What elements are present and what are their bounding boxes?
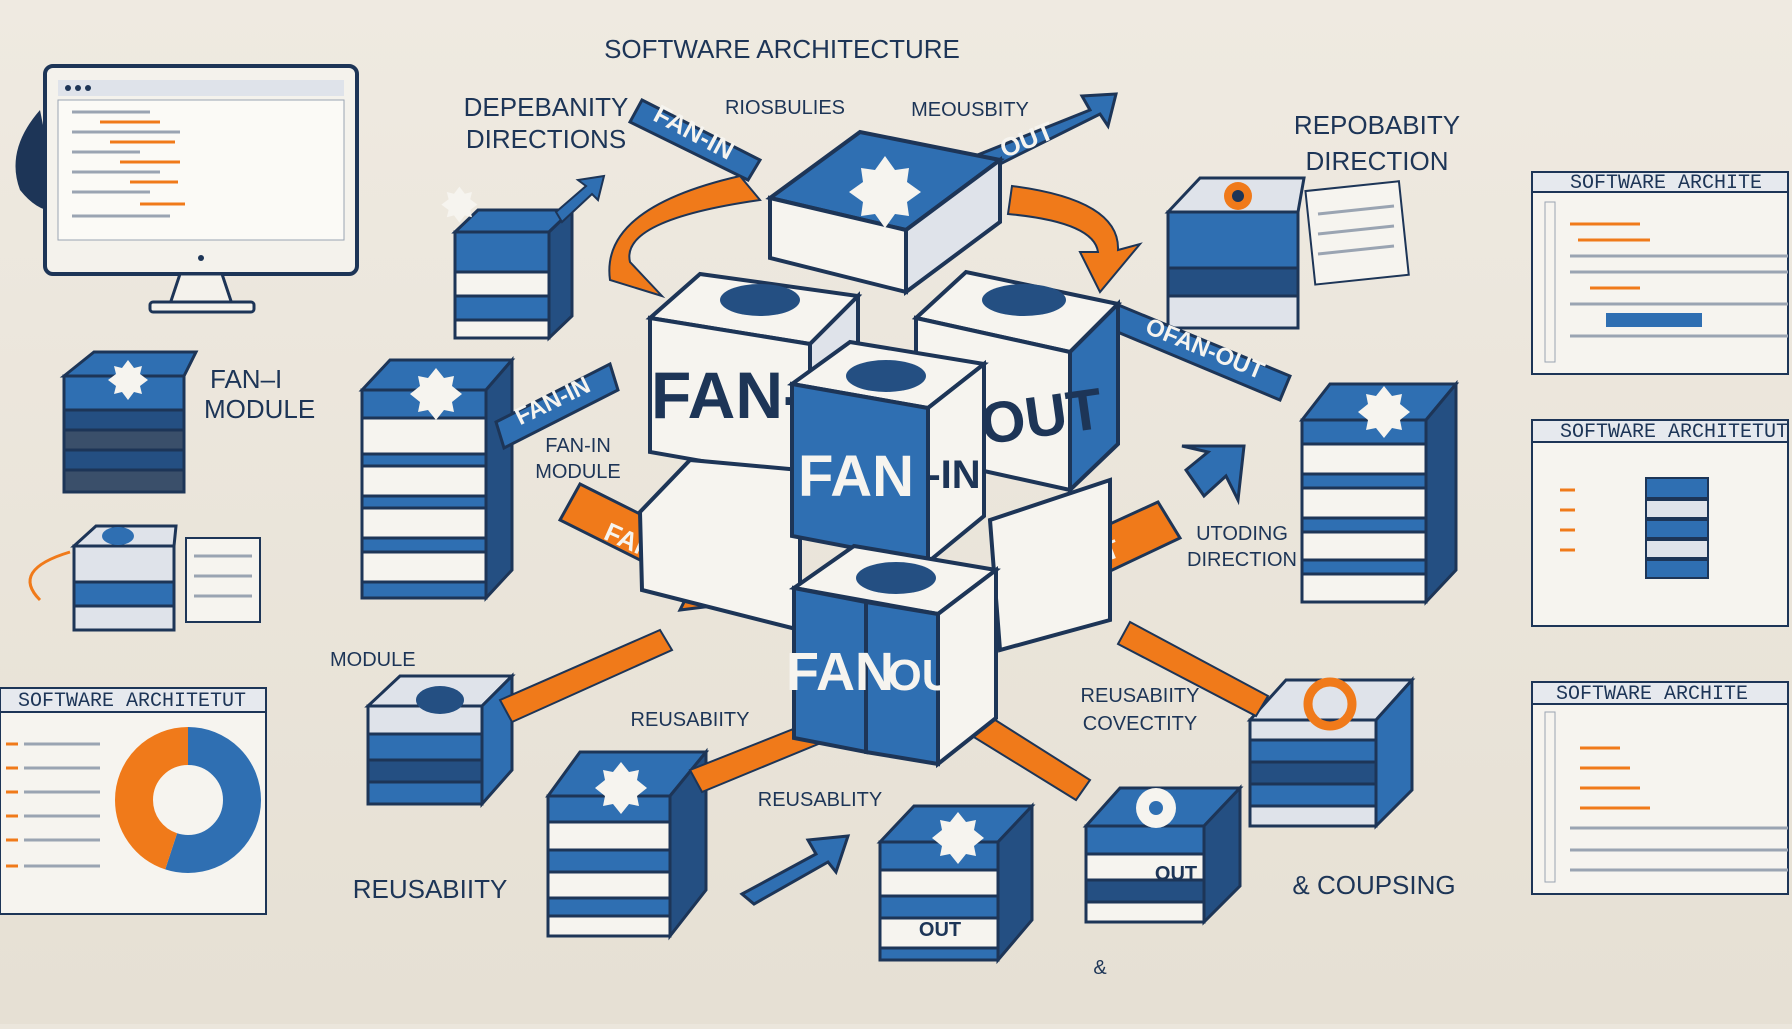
stack-bottom-left bbox=[545, 747, 710, 941]
label-meousbity: MEOUSBITY bbox=[911, 99, 1029, 121]
panel-right-2-title: SOFTWARE ARCHITETUT bbox=[1560, 421, 1788, 444]
cube-label-center-top-suffix: -IN bbox=[927, 453, 980, 497]
label-fan-i-2: MODULE bbox=[204, 394, 315, 424]
labels-layer: DEPEBANITY DIRECTIONS RIOSBULIES MEOUSBI… bbox=[204, 92, 1460, 979]
label-reusability-mid: REUSABLITY bbox=[758, 789, 882, 811]
donut-chart bbox=[115, 727, 261, 873]
stack-left-mid bbox=[28, 524, 261, 632]
label-reusability-left: REUSABIITY bbox=[353, 874, 508, 904]
label-ampersand: & bbox=[1093, 957, 1107, 979]
label-repobabity-1: REPOBABITY bbox=[1294, 110, 1460, 140]
cube-center-top: FAN -IN bbox=[787, 339, 989, 567]
cube-top bbox=[765, 129, 1005, 296]
label-fan-in-module-1: FAN-IN bbox=[545, 435, 611, 457]
stack-module-left bbox=[364, 672, 516, 808]
diagram-title: SOFTWARE ARCHITECTURE bbox=[604, 34, 960, 64]
cube-label-front-out: OUT bbox=[888, 651, 981, 700]
stack-bottom-center: OUT bbox=[876, 802, 1036, 965]
cube-back-left bbox=[637, 457, 802, 633]
panel-right-3-title: SOFTWARE ARCHITE bbox=[1556, 683, 1748, 706]
label-reusability-upper: REUSABIITY bbox=[631, 709, 750, 731]
stack-bottom-far-right bbox=[1246, 676, 1416, 830]
label-module: MODULE bbox=[330, 649, 416, 671]
cube-label-bottom-out-2: OUT bbox=[1155, 863, 1197, 885]
stack-top-right bbox=[1164, 176, 1410, 330]
monitor-icon bbox=[15, 64, 359, 314]
central-cube-cluster: FAN- OUT FAN -IN FAN bbox=[637, 129, 1123, 769]
cube-label-front-fan: FAN bbox=[786, 642, 894, 702]
label-repobabity-2: DIRECTION bbox=[1306, 146, 1449, 176]
label-coupsing: & COUPSING bbox=[1292, 870, 1455, 900]
stack-fan-i bbox=[59, 350, 199, 494]
donut-slice-1 bbox=[115, 727, 261, 873]
panel-left-bottom: SOFTWARE ARCHITETUT bbox=[0, 687, 267, 915]
stack-icon bbox=[1645, 477, 1709, 579]
label-dependability-1: DEPEBANITY bbox=[464, 92, 629, 122]
stack-small-top bbox=[441, 186, 576, 342]
cube-label-big-left: FAN- bbox=[651, 358, 805, 432]
cube-label-center-top: FAN bbox=[798, 444, 914, 509]
stack-right-tall bbox=[1298, 379, 1460, 606]
panel-right-1: SOFTWARE ARCHITE bbox=[1531, 171, 1789, 375]
panel-left-bottom-title: SOFTWARE ARCHITETUT bbox=[18, 690, 246, 713]
panel-right-2: SOFTWARE ARCHITETUT bbox=[1531, 419, 1789, 627]
label-fan-in-module-2: MODULE bbox=[535, 461, 621, 483]
panel-right-3: SOFTWARE ARCHITE bbox=[1531, 681, 1789, 895]
label-utoding-1: UTODING bbox=[1196, 523, 1288, 545]
cube-front: FAN OUT bbox=[786, 543, 1001, 769]
label-dependability-2: DIRECTIONS bbox=[466, 124, 626, 154]
cube-label-bottom-out-1: OUT bbox=[919, 919, 961, 941]
stack-bottom-right: OUT bbox=[1082, 784, 1244, 926]
cube-big-left: FAN- bbox=[645, 271, 863, 485]
label-riosbulies: RIOSBULIES bbox=[725, 97, 845, 119]
label-reuability-1: REUSABIITY bbox=[1081, 685, 1200, 707]
label-fan-i-1: FAN–I bbox=[210, 364, 282, 394]
panel-right-1-title: SOFTWARE ARCHITE bbox=[1570, 172, 1762, 195]
stack-left-tall bbox=[358, 355, 516, 602]
label-utoding-2: DIRECTION bbox=[1187, 549, 1297, 571]
label-reuability-2: COVECTITY bbox=[1083, 713, 1197, 735]
